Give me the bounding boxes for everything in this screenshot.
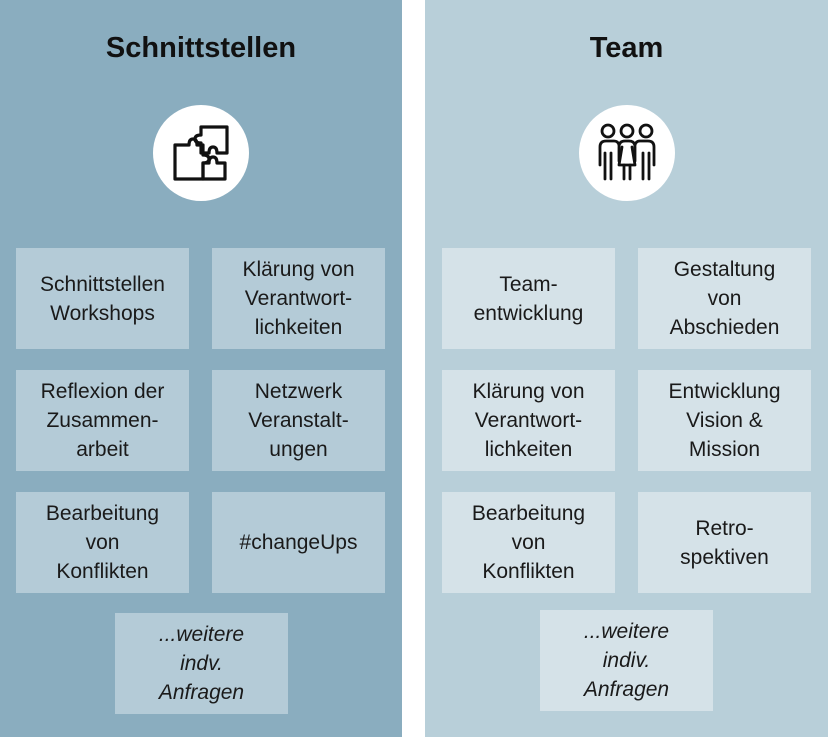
tile-klaerung-verantwortlichkeiten: Klärung von Verantwort- lichkeiten <box>212 248 385 349</box>
tile-teamentwicklung: Team- entwicklung <box>442 248 615 349</box>
team-icon <box>579 105 675 201</box>
tile-weitere-anfragen: ...weitere indv. Anfragen <box>115 613 288 714</box>
tile-bearbeitung-konflikten-team: Bearbeitung von Konflikten <box>442 492 615 593</box>
tile-klaerung-verantwortlichkeiten-team: Klärung von Verantwort- lichkeiten <box>442 370 615 471</box>
tile-entwicklung-vision-mission: Entwicklung Vision & Mission <box>638 370 811 471</box>
schnittstellen-title: Schnittstellen <box>105 32 297 64</box>
tile-retrospektiven: Retro- spektiven <box>638 492 811 593</box>
schnittstellen-panel: Schnittstellen Schnittstellen Workshops … <box>0 0 402 737</box>
tile-netzwerk-veranstaltungen: Netzwerk Veranstalt- ungen <box>212 370 385 471</box>
tile-gestaltung-abschieden: Gestaltung von Abschieden <box>638 248 811 349</box>
team-title: Team <box>589 32 664 64</box>
tile-changeups: #changeUps <box>212 492 385 593</box>
team-panel: Team Team- entwicklung Gestaltung von Ab… <box>425 0 828 737</box>
tile-weitere-indiv-anfragen: ...weitere indiv. Anfragen <box>540 610 713 711</box>
tile-schnittstellen-workshops: Schnittstellen Workshops <box>16 248 189 349</box>
tile-bearbeitung-konflikten: Bearbeitung von Konflikten <box>16 492 189 593</box>
puzzle-icon <box>153 105 249 201</box>
tile-reflexion-zusammenarbeit: Reflexion der Zusammen- arbeit <box>16 370 189 471</box>
